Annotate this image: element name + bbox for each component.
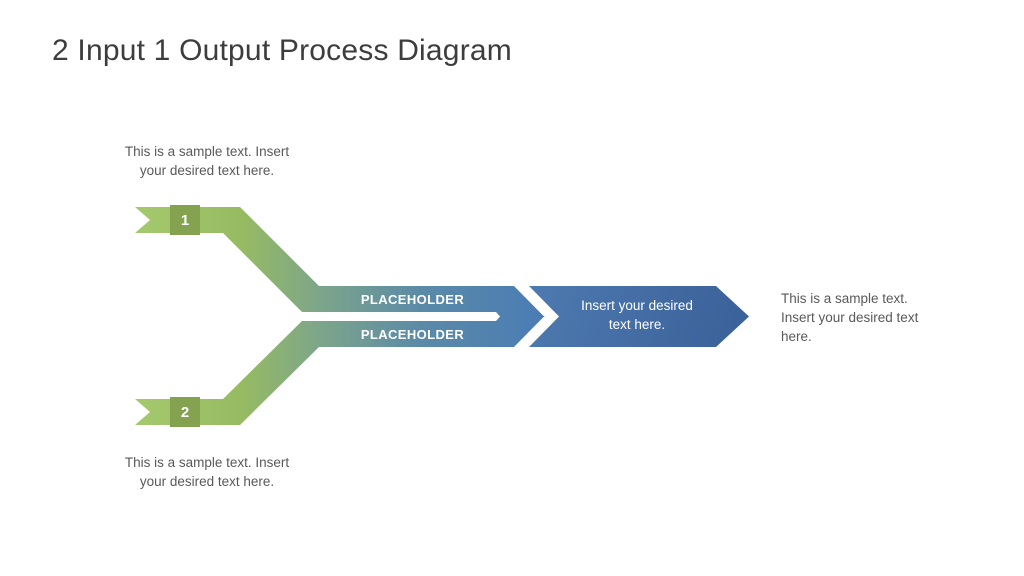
input-2-caption-line-1: This is a sample text. Insert (124, 455, 290, 470)
input-1-caption: This is a sample text. Insert your desir… (108, 142, 306, 180)
input-1-caption-line-2: your desired text here. (139, 163, 275, 178)
output-caption: This is a sample text. Insert your desir… (781, 289, 951, 346)
input-1-caption-line-1: This is a sample text. Insert (124, 144, 290, 159)
output-caption-line-3: here. (781, 329, 812, 344)
output-caption-line-2: Insert your desired text (781, 310, 919, 325)
output-label-line-2: text here. (608, 317, 666, 332)
input-2-band (135, 316, 545, 425)
input-2-caption: This is a sample text. Insert your desir… (108, 453, 306, 491)
input-2-number: 2 (180, 403, 190, 421)
input-2-caption-line-2: your desired text here. (139, 474, 275, 489)
input-1-band (135, 207, 545, 317)
input-1-number: 1 (180, 211, 190, 229)
page-title: 2 Input 1 Output Process Diagram (52, 34, 512, 67)
placeholder-label-top: PLACEHOLDER (360, 291, 465, 307)
output-caption-line-1: This is a sample text. (781, 291, 908, 306)
input-2-number-badge: 2 (170, 397, 200, 427)
placeholder-label-bottom: PLACEHOLDER (360, 326, 465, 342)
output-arrow (529, 286, 749, 347)
input-1-number-badge: 1 (170, 205, 200, 235)
output-arrow-label: Insert your desired text here. (567, 296, 707, 334)
output-label-line-1: Insert your desired (581, 298, 693, 313)
